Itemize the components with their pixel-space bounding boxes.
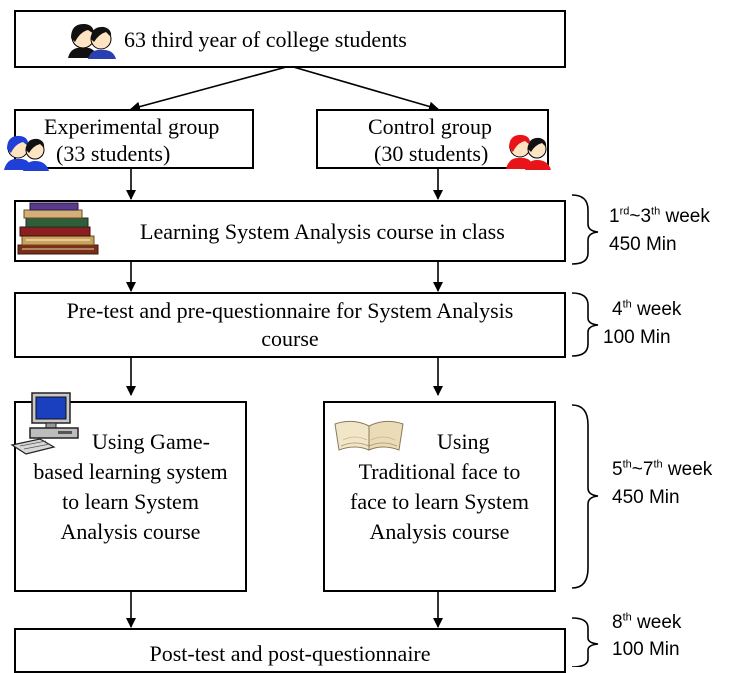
experimental-group-box: Experimental group (33 students) — [14, 109, 254, 169]
control-group-box: Control group (30 students) — [316, 109, 549, 169]
timeline-min-4: 100 Min — [603, 327, 671, 348]
traditional-text-line3: face to learn System — [350, 489, 529, 514]
brace-week-4 — [571, 292, 599, 357]
traditional-box: Using Traditional face to face to learn … — [323, 401, 556, 592]
arrow-population-to-experimental — [130, 65, 291, 112]
control-group-count: (30 students) — [374, 141, 489, 166]
student-pair-icon — [68, 23, 116, 59]
timeline-week-1-3: 1rd~3th week — [609, 205, 710, 227]
computer-icon — [10, 392, 79, 455]
books-icon — [17, 202, 99, 255]
game-text-line1: Using Game- — [92, 429, 210, 454]
brace-week-5-7 — [571, 404, 599, 589]
timeline-min-5-7: 450 Min — [612, 487, 680, 508]
timeline-week-4: 4th week — [612, 298, 682, 320]
brace-week-1-3 — [571, 194, 599, 265]
brace-week-8 — [571, 617, 599, 667]
pretest-box: Pre-test and pre-questionnaire for Syste… — [14, 292, 566, 358]
experimental-group-label: Experimental group — [44, 114, 220, 139]
game-text-line4: Analysis course — [60, 519, 201, 544]
posttest-text: Post-test and post-questionnaire — [149, 641, 431, 666]
blue-student-pair-icon — [4, 135, 49, 171]
control-group-label: Control group — [368, 114, 493, 139]
experimental-group-count: (33 students) — [56, 141, 171, 166]
traditional-text-line1: Using — [437, 429, 490, 454]
timeline-week-8: 8th week — [612, 611, 682, 633]
traditional-text-line2: Traditional face to — [358, 459, 521, 484]
pretest-text-line1: Pre-test and pre-questionnaire for Syste… — [66, 298, 514, 323]
timeline-week-5-7: 5th~7th week — [612, 458, 713, 480]
pretest-text-line2: course — [261, 326, 319, 351]
posttest-box: Post-test and post-questionnaire — [14, 628, 566, 673]
learning-text: Learning System Analysis course in class — [140, 219, 505, 244]
timeline-min-8: 100 Min — [612, 639, 680, 660]
red-student-pair-icon — [506, 134, 551, 170]
arrow-population-to-control — [289, 65, 439, 112]
game-text-line2: based learning system — [33, 459, 228, 484]
timeline-min-1-3: 450 Min — [609, 234, 677, 255]
open-book-icon — [334, 420, 404, 451]
learning-box: Learning System Analysis course in class — [14, 200, 566, 262]
traditional-text-line4: Analysis course — [369, 519, 510, 544]
population-text: 63 third year of college students — [124, 27, 407, 52]
game-text-line3: to learn System — [62, 489, 199, 514]
